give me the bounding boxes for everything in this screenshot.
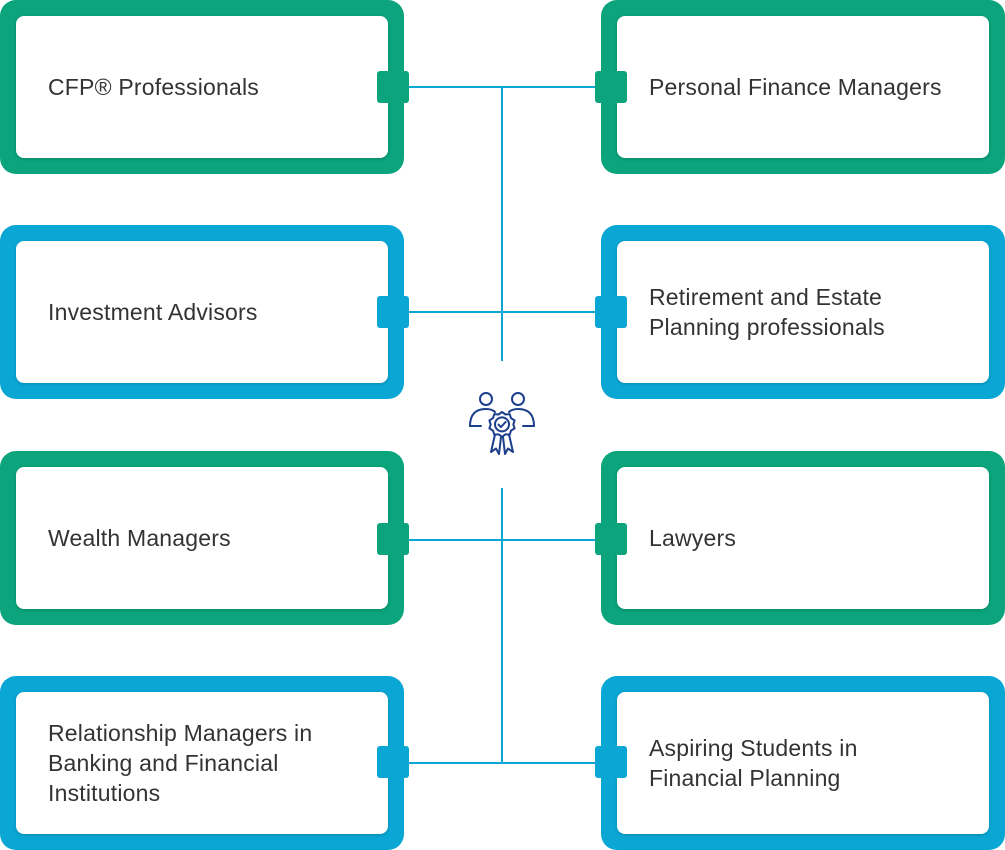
vertical-connector-bottom: [501, 488, 503, 762]
card-body: Lawyers: [617, 467, 989, 609]
horizontal-connector-row-2: [409, 311, 595, 313]
card-label: Relationship Managers in Banking and Fin…: [48, 720, 313, 806]
card-wealth-managers: Wealth Managers: [0, 451, 404, 625]
connector-node: [595, 71, 627, 103]
card-relationship-managers: Relationship Managers in Banking and Fin…: [0, 676, 404, 850]
card-label: Retirement and Estate Planning professio…: [649, 284, 885, 340]
connector-node: [377, 71, 409, 103]
connector-node: [377, 523, 409, 555]
card-body: Investment Advisors: [16, 241, 388, 383]
card-cfp-professionals: CFP® Professionals: [0, 0, 404, 174]
connector-node: [377, 746, 409, 778]
horizontal-connector-row-4: [409, 762, 595, 764]
card-body: Wealth Managers: [16, 467, 388, 609]
card-retirement-estate-planning: Retirement and Estate Planning professio…: [601, 225, 1005, 399]
card-lawyers: Lawyers: [601, 451, 1005, 625]
card-body: Aspiring Students in Financial Planning: [617, 692, 989, 834]
connector-node: [595, 296, 627, 328]
vertical-connector-top: [501, 87, 503, 361]
card-label: Wealth Managers: [48, 525, 231, 551]
horizontal-connector-row-3: [409, 539, 595, 541]
card-body: CFP® Professionals: [16, 16, 388, 158]
card-aspiring-students: Aspiring Students in Financial Planning: [601, 676, 1005, 850]
card-investment-advisors: Investment Advisors: [0, 225, 404, 399]
group-award-icon: [469, 392, 535, 455]
horizontal-connector-row-1: [409, 86, 595, 88]
connector-node: [377, 296, 409, 328]
card-body: Personal Finance Managers: [617, 16, 989, 158]
card-label: Lawyers: [649, 525, 737, 551]
card-label: CFP® Professionals: [48, 74, 260, 100]
connector-node: [595, 746, 627, 778]
card-label: Personal Finance Managers: [649, 74, 942, 100]
card-personal-finance-managers: Personal Finance Managers: [601, 0, 1005, 174]
card-label: Aspiring Students in Financial Planning: [649, 735, 858, 791]
card-body: Retirement and Estate Planning professio…: [617, 241, 989, 383]
card-body: Relationship Managers in Banking and Fin…: [16, 692, 388, 834]
card-label: Investment Advisors: [48, 299, 258, 325]
connector-node: [595, 523, 627, 555]
